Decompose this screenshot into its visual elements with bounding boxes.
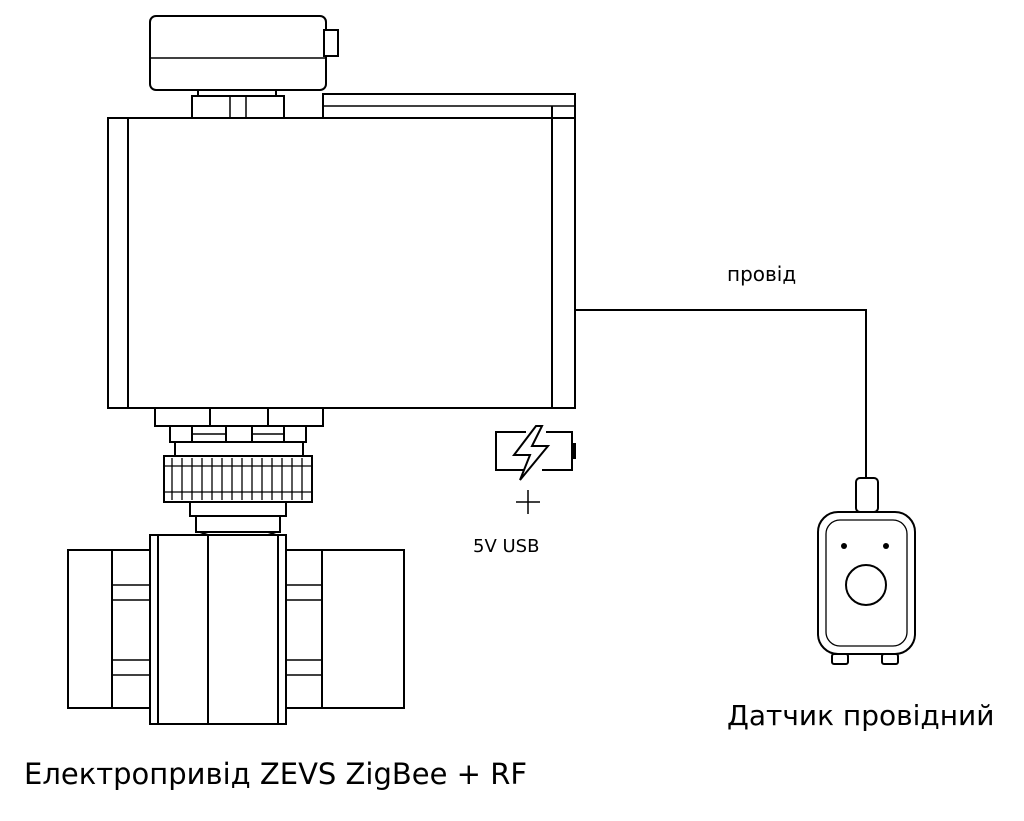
sensor-wire [575,309,867,478]
wire-label: провід [727,262,797,286]
ball-valve [67,534,405,725]
usb-power-label: 5V USB [473,536,540,557]
actuator-coupling [163,441,313,541]
actuator-body [107,93,576,409]
battery-charging-icon [495,425,576,514]
sensor-label: Датчик провідний [727,699,995,732]
actuator-knob [149,15,339,119]
actuator-label: Електропривід ZEVS ZigBee + RF [24,757,528,791]
wired-sensor [817,477,916,665]
